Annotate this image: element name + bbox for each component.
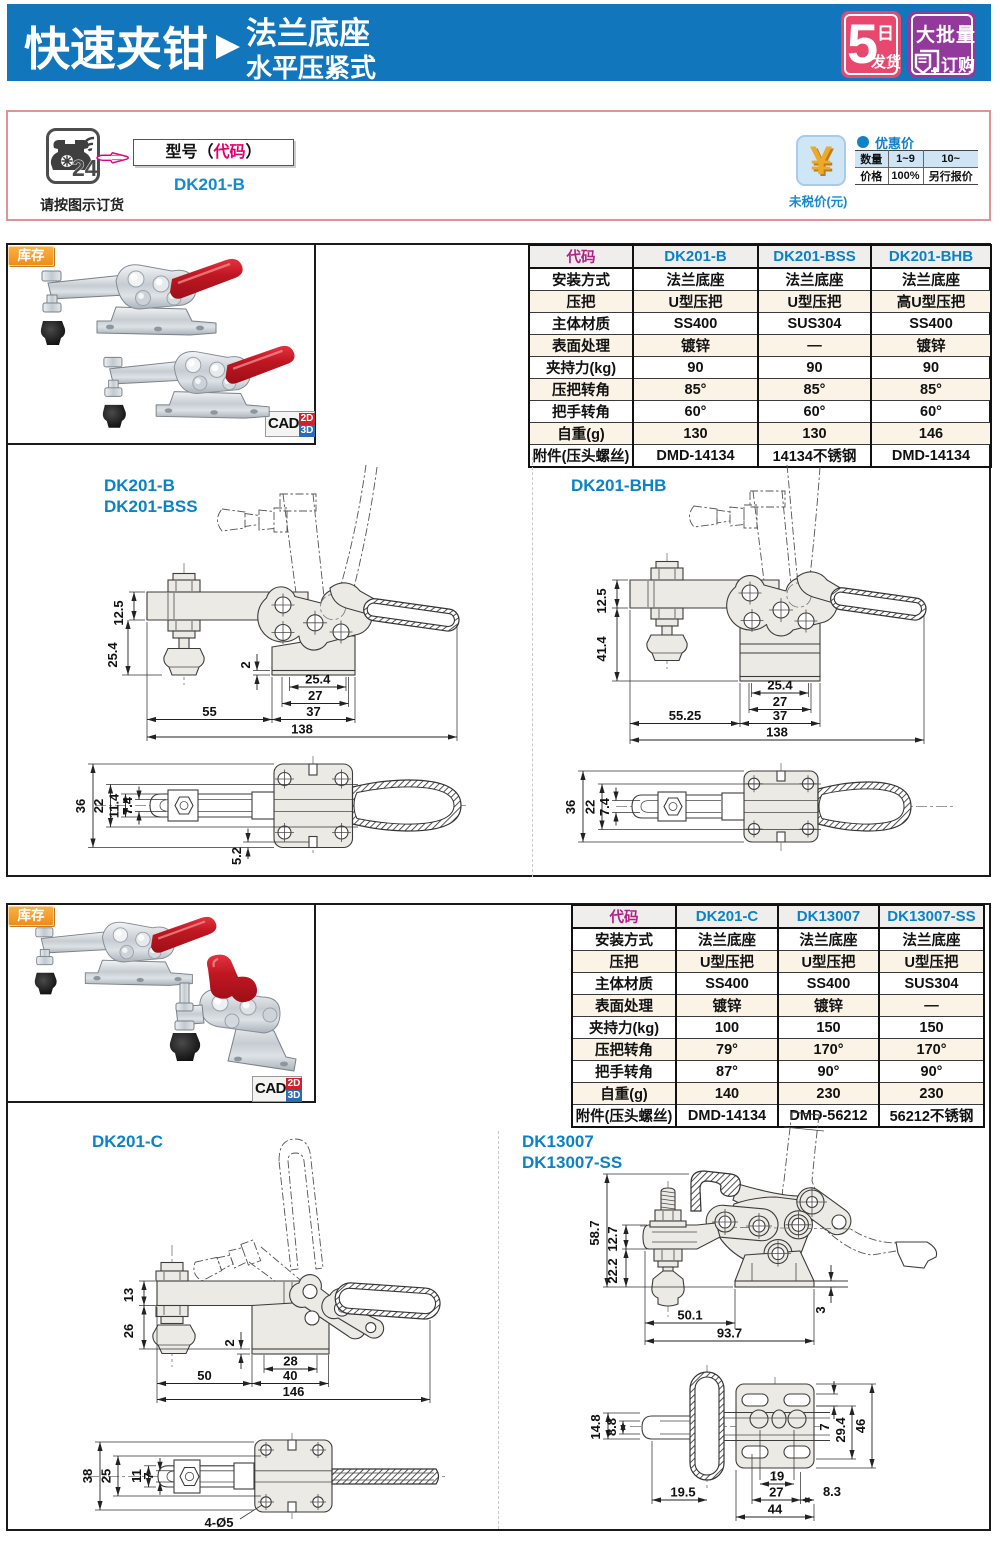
svg-text:36: 36 — [563, 800, 578, 814]
svg-text:50.1: 50.1 — [677, 1308, 702, 1323]
svg-text:22: 22 — [91, 799, 106, 813]
svg-text:25.4: 25.4 — [305, 672, 331, 687]
svg-text:13: 13 — [121, 1288, 136, 1302]
svg-text:22: 22 — [583, 800, 598, 814]
svg-text:7: 7 — [817, 1423, 832, 1430]
svg-text:11: 11 — [129, 1469, 144, 1483]
svg-text:7.4: 7.4 — [597, 797, 612, 816]
svg-text:2: 2 — [238, 661, 253, 668]
svg-text:46: 46 — [853, 1419, 868, 1433]
svg-text:37: 37 — [306, 704, 320, 719]
svg-text:44: 44 — [768, 1502, 783, 1517]
svg-text:27: 27 — [773, 694, 787, 709]
svg-text:7: 7 — [141, 1472, 156, 1479]
svg-text:12.7: 12.7 — [605, 1226, 620, 1251]
svg-text:28: 28 — [283, 1354, 297, 1369]
svg-text:146: 146 — [283, 1384, 305, 1399]
svg-text:29.4: 29.4 — [833, 1417, 848, 1443]
svg-text:2: 2 — [222, 1339, 237, 1346]
svg-text:19.5: 19.5 — [670, 1485, 695, 1500]
svg-text:7.4: 7.4 — [120, 796, 135, 815]
svg-text:55.25: 55.25 — [669, 708, 702, 723]
svg-text:58.7: 58.7 — [587, 1220, 602, 1245]
svg-text:25.4: 25.4 — [767, 678, 793, 693]
svg-text:27: 27 — [308, 688, 322, 703]
svg-text:25: 25 — [99, 1469, 114, 1483]
svg-text:50: 50 — [197, 1368, 211, 1383]
svg-text:5.2: 5.2 — [229, 847, 244, 865]
svg-text:12.5: 12.5 — [594, 588, 609, 613]
svg-text:12.5: 12.5 — [111, 600, 126, 625]
svg-text:37: 37 — [773, 708, 787, 723]
svg-text:22.2: 22.2 — [605, 1258, 620, 1283]
svg-text:8.3: 8.3 — [823, 1484, 841, 1499]
svg-text:11.4: 11.4 — [107, 793, 122, 818]
svg-text:138: 138 — [766, 725, 788, 740]
svg-text:38: 38 — [80, 1469, 95, 1483]
svg-text:14.8: 14.8 — [588, 1414, 603, 1439]
svg-text:138: 138 — [291, 722, 313, 737]
svg-text:3: 3 — [813, 1306, 828, 1313]
svg-text:4-Ø5: 4-Ø5 — [205, 1515, 234, 1529]
svg-text:26: 26 — [121, 1324, 136, 1338]
svg-text:55: 55 — [202, 704, 216, 719]
svg-text:25.4: 25.4 — [105, 642, 120, 668]
svg-text:27: 27 — [769, 1485, 783, 1500]
svg-text:36: 36 — [73, 799, 88, 813]
svg-text:8.8: 8.8 — [604, 1418, 619, 1436]
svg-text:41.4: 41.4 — [594, 636, 609, 662]
svg-text:19: 19 — [770, 1469, 784, 1484]
svg-text:93.7: 93.7 — [717, 1326, 742, 1341]
svg-text:24: 24 — [72, 155, 97, 181]
svg-text:40: 40 — [283, 1368, 297, 1383]
